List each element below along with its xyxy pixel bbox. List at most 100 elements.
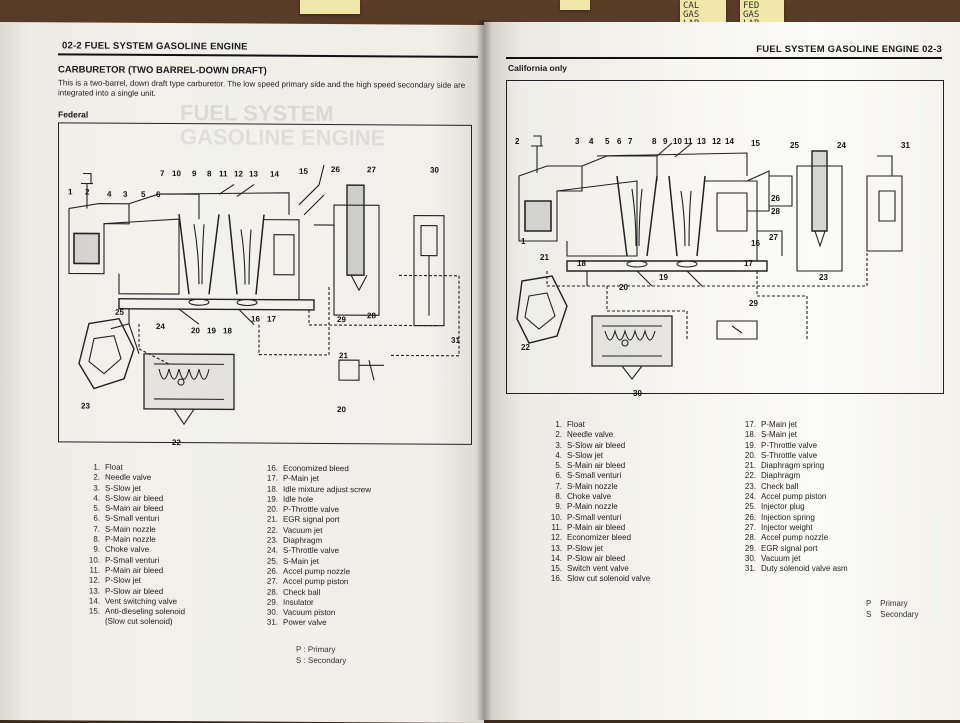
legend-item: 30.Vacuum jet (744, 553, 801, 563)
callout-label: 30 (633, 389, 642, 398)
legend-item: 2.Needle valve (555, 430, 614, 440)
legend-item: 21.Diaphragm spring (744, 461, 825, 471)
callout-label: 23 (819, 273, 828, 282)
callout-label: 20 (191, 326, 200, 336)
callout-label: 6 (156, 189, 161, 199)
legend-item: 26.Injection spring (744, 512, 815, 522)
legend-item: 14.P-Slow air bleed (550, 553, 626, 563)
callout-label: 11 (684, 137, 693, 146)
callout-label: 8 (652, 137, 657, 146)
legend-item: 27.Accel pump piston (266, 576, 349, 587)
legend-item: 12.P-Slow jet (88, 575, 142, 586)
callout-label: 13 (697, 137, 706, 146)
federal-legend-col2: 16.Economized bleed 17.P-Main jet 18.Idl… (262, 464, 371, 629)
callout-label: 30 (430, 165, 439, 175)
legend-item: 10.P-Small venturi (550, 512, 622, 522)
section-title: CARBURETOR (TWO BARREL-DOWN DRAFT) (58, 64, 267, 77)
sticky-note-blank-2 (560, 0, 590, 10)
callout-label: 9 (663, 137, 668, 146)
callout-label: 5 (141, 189, 146, 199)
callout-label: 10 (673, 137, 682, 146)
legend-item: 5.S-Main air bleed (555, 461, 626, 471)
legend-item: 8.Choke valve (555, 492, 612, 502)
callout-label: 18 (223, 326, 232, 336)
california-legend-col2: 17.P-Main jet 18.S-Main jet 19.P-Throttl… (740, 420, 848, 574)
abbr-primary: P : Primary (296, 644, 336, 655)
federal-subtitle: Federal (58, 109, 89, 120)
callout-label: 8 (207, 169, 212, 179)
section-description: This is a two-barrel, down draft type ca… (58, 78, 466, 98)
callout-label: 19 (659, 273, 668, 282)
legend-item: 29.EGR signal port (744, 543, 818, 553)
legend-item: 16.Economized bleed (266, 463, 349, 474)
legend-item: 29.Insulator (266, 597, 314, 607)
legend-item: 7.S-Main nozzle (555, 481, 618, 491)
callout-label: 6 (617, 137, 622, 146)
callout-label: 15 (751, 139, 760, 148)
legend-item: 28.Accel pump nozzle (744, 533, 829, 543)
legend-item: 27.Injector weight (744, 522, 813, 532)
legend-item: 9.Choke valve (93, 544, 150, 555)
callout-label: 23 (81, 401, 90, 411)
legend-item: (Slow cut solenoid) (105, 617, 173, 627)
legend-item: 1.Float (93, 462, 123, 472)
callout-label: 7 (160, 168, 165, 179)
legend-item: 25.Injector plug (744, 502, 805, 512)
callout-label: 31 (451, 335, 460, 345)
legend-item: 3.S-Slow air bleed (555, 440, 626, 450)
legend-item: 22.Vacuum jet (266, 525, 323, 535)
callout-label: 16 (251, 314, 260, 324)
california-legend-col1: 1.Float 2.Needle valve 3.S-Slow air blee… (546, 420, 650, 585)
legend-item: 24.Accel pump piston (744, 492, 827, 502)
legend-item: 15.Anti-dieseling solenoid (88, 606, 186, 617)
legend-item: 3.S-Slow jet (93, 483, 142, 493)
sticky-note-fed: FED GAS LAB (740, 0, 784, 29)
right-page: FUEL SYSTEM GASOLINE ENGINE 02-3 Califor… (484, 22, 960, 720)
callout-label: 20 (619, 283, 628, 292)
legend-item: 6.S-Small venturi (555, 471, 622, 481)
callout-label: 24 (837, 141, 846, 150)
callout-label: 17 (744, 259, 753, 268)
callout-label: 16 (751, 239, 760, 248)
legend-item: 16.Slow cut solenoid valve (550, 574, 651, 584)
legend-item: 11.P-Main air bleed (551, 522, 626, 532)
california-diagram-drawing (516, 135, 903, 380)
federal-carburetor-diagram: 1 2 4 3 5 6 7 10 9 8 11 12 13 14 15 26 2… (58, 122, 472, 448)
legend-item: 15.Switch vent valve (550, 564, 629, 574)
legend-item: 25.S-Main jet (266, 556, 320, 566)
legend-item: 11.P-Main air bleed (89, 565, 164, 575)
callout-label: 21 (339, 351, 348, 361)
right-header-rule (506, 57, 942, 59)
callout-label: 26 (331, 165, 340, 175)
callout-label: 29 (337, 315, 346, 325)
callout-label: 14 (725, 137, 734, 146)
legend-item: 8.P-Main nozzle (93, 534, 156, 545)
callout-label: 9 (192, 169, 197, 179)
sticky-note-cal: CAL GAS LAB (680, 0, 726, 29)
callout-label: 22 (172, 438, 181, 448)
california-abbreviation-key: P Primary S Secondary (866, 598, 918, 620)
california-subtitle: California only (508, 63, 568, 73)
callout-label: 2 (85, 187, 90, 197)
callout-label: 14 (270, 169, 279, 179)
legend-item: 18.S-Main jet (744, 430, 798, 440)
legend-item: 31.Duty solenoid valve asm (744, 564, 848, 574)
legend-item: 19.Idle hole (266, 494, 314, 504)
callout-label: 29 (749, 299, 758, 308)
legend-item: 12.Economizer bleed (550, 533, 632, 543)
legend-item: 9.P-Main nozzle (555, 502, 618, 512)
callout-label: 13 (249, 169, 258, 179)
callout-label: 26 (771, 194, 780, 203)
abbr-secondary: S Secondary (866, 610, 919, 619)
callout-label: 4 (589, 137, 594, 146)
callout-label: 2 (515, 137, 520, 146)
legend-item: 30.Vacuum piston (266, 607, 336, 618)
callout-label: 7 (628, 137, 633, 146)
legend-item: 23.Diaphragm (266, 535, 323, 546)
legend-item: 26.Accel pump nozzle (266, 566, 351, 577)
callout-label: 21 (540, 253, 549, 262)
callout-label: 22 (521, 343, 530, 352)
federal-diagram-drawing (68, 164, 460, 426)
